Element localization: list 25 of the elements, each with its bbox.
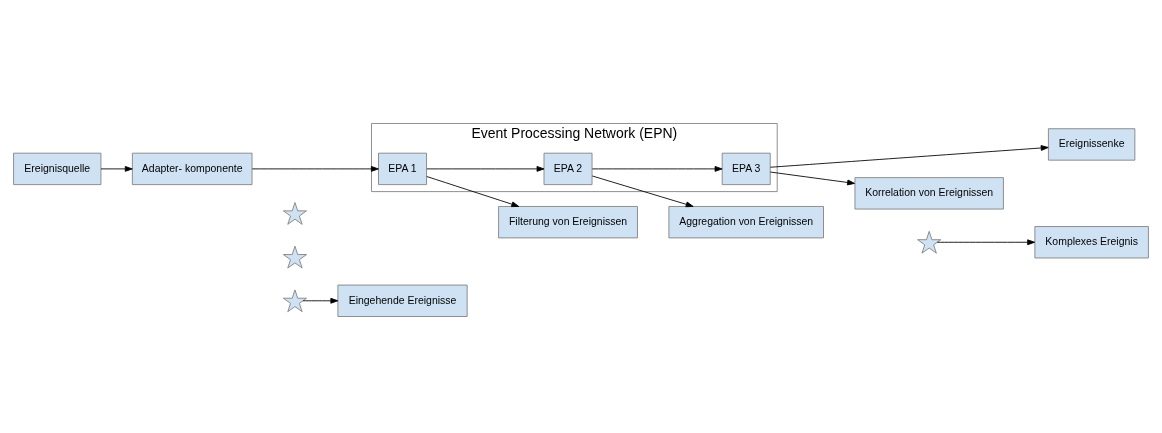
- arrow: [251, 166, 379, 172]
- node-star: [282, 245, 307, 269]
- node-box: EPA 3: [721, 152, 771, 186]
- node-star: [282, 289, 307, 313]
- node-box: EPA 2: [543, 152, 593, 186]
- node-box: Ereignisquelle: [13, 152, 102, 186]
- arrow: [100, 166, 133, 172]
- node-star: [917, 230, 942, 254]
- arrow: [769, 171, 855, 186]
- node-star: [282, 202, 307, 225]
- node-box: Ereignissenke: [1047, 128, 1136, 161]
- node-box: Filterung von Ereignissen: [498, 206, 638, 239]
- node-box: Aggregation von Ereignissen: [668, 206, 824, 239]
- node-box: Eingehende Ereignisse: [337, 284, 468, 317]
- node-box: EPA 1: [378, 152, 427, 186]
- node-box: Korrelation von Ereignissen: [854, 177, 1004, 210]
- arrow: [426, 166, 545, 172]
- arrow: [426, 176, 520, 208]
- arrow: [591, 175, 694, 208]
- arrow: [770, 145, 1049, 168]
- arrow: [936, 239, 1036, 246]
- node-box: Adapter- komponente: [131, 152, 253, 186]
- arrow: [302, 297, 339, 304]
- arrow: [591, 166, 723, 172]
- node-box: Komplexes Ereignis: [1034, 226, 1149, 259]
